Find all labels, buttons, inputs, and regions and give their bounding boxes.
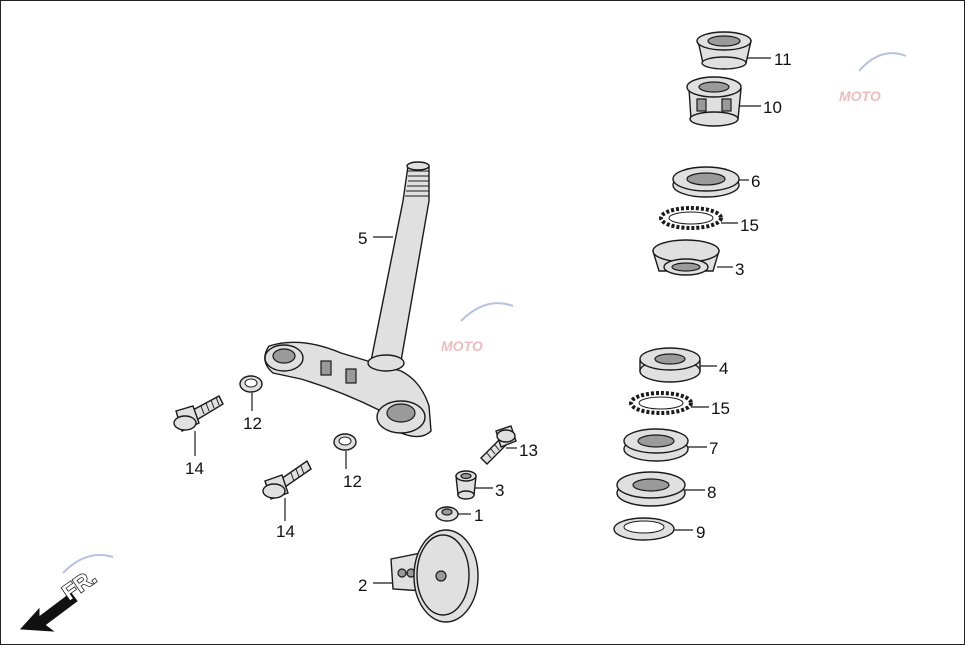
- part-13-bolt: [480, 425, 517, 465]
- part-3-collar: [455, 470, 477, 500]
- part-8-seal: [616, 471, 686, 507]
- label-12a: 12: [243, 414, 262, 433]
- watermark-top-right: MOTO: [839, 52, 907, 104]
- label-13: 13: [519, 441, 538, 460]
- label-11: 11: [774, 50, 792, 69]
- label-14a: 14: [185, 459, 204, 478]
- label-5: 5: [358, 229, 367, 248]
- watermark-text: MOTO: [839, 88, 881, 104]
- label-8: 8: [707, 483, 716, 502]
- part-3-cone-race: [652, 239, 720, 276]
- watermark-bottom-left: [62, 554, 114, 574]
- part-5-steering-stem: [264, 161, 432, 438]
- label-14b: 14: [276, 522, 295, 541]
- part-1-nut: [435, 506, 459, 522]
- part-14-bolt-lower: [262, 459, 312, 500]
- label-9: 9: [696, 523, 705, 542]
- part-14-bolt-upper: [173, 395, 224, 432]
- part-12-washer-lower: [333, 433, 357, 451]
- label-3b: 3: [735, 260, 744, 279]
- label-7: 7: [709, 439, 718, 458]
- watermark-text-center: MOTO: [441, 338, 483, 354]
- watermark-center: MOTO: [441, 302, 514, 354]
- label-10: 10: [763, 98, 782, 117]
- label-4: 4: [719, 359, 728, 378]
- part-2-horn: [390, 529, 479, 623]
- label-15b: 15: [711, 399, 730, 418]
- label-3a: 3: [495, 481, 504, 500]
- front-direction-arrow: FR.: [19, 564, 102, 632]
- label-12b: 12: [343, 472, 362, 491]
- label-1: 1: [474, 506, 483, 525]
- part-15-bearing-bottom: [629, 391, 693, 415]
- part-6-race: [672, 166, 740, 198]
- part-10-nut: [686, 76, 742, 127]
- label-15a: 15: [740, 216, 759, 235]
- part-4-seal: [639, 347, 701, 383]
- part-11-cap: [696, 31, 752, 70]
- label-2: 2: [358, 576, 367, 595]
- part-15-bearing-top: [659, 206, 723, 230]
- part-9-washer: [613, 517, 675, 541]
- part-12-washer-upper: [239, 375, 263, 393]
- part-7-race: [623, 428, 689, 462]
- label-6: 6: [751, 172, 760, 191]
